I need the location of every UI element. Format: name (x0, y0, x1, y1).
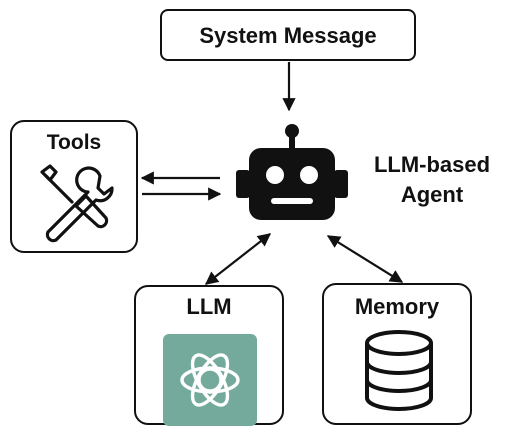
llm-label: LLM (186, 294, 232, 319)
arrow-agent-memory (326, 235, 404, 283)
agent-label: LLM-based Agent (352, 150, 506, 210)
database-icon (365, 330, 433, 411)
tools-icon (40, 164, 114, 243)
agent-label-line1: LLM-based (373, 152, 491, 177)
agent-label-line2: Agent (400, 182, 464, 207)
memory-label: Memory (354, 294, 440, 319)
arrow-agent-llm (204, 233, 272, 285)
arrows (140, 62, 404, 285)
system-message-label: System Message (199, 23, 377, 48)
tools-label: Tools (46, 131, 102, 154)
robot-icon (236, 124, 348, 220)
tools-box (10, 120, 138, 253)
openai-logo-icon (163, 334, 257, 426)
system-message-box (160, 9, 416, 61)
memory-box (322, 283, 472, 425)
